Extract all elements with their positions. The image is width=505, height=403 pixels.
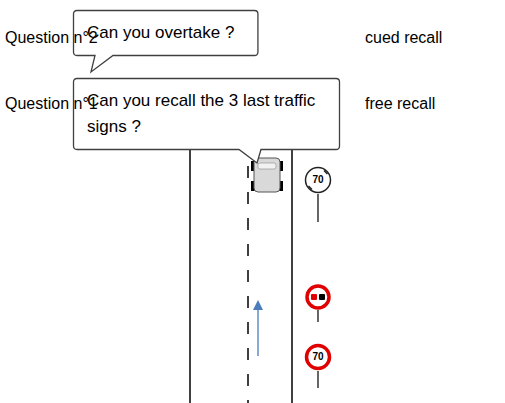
recall-type-label: cued recall <box>365 28 442 48</box>
sign-pole <box>317 371 318 388</box>
bubble-outline <box>73 78 340 150</box>
road-edge <box>189 148 191 403</box>
sign-pole <box>317 194 318 222</box>
node-text: 70 <box>312 352 323 362</box>
car <box>251 158 283 192</box>
bubble-shape <box>74 11 258 73</box>
end-speed-limit-sign: 70 <box>304 166 332 194</box>
no-overtaking-sign <box>307 286 329 308</box>
recall-type-label: free recall <box>365 94 435 114</box>
speech-bubble: Can you overtake ? <box>73 10 258 56</box>
question-label: Question n°1 <box>5 94 98 114</box>
speed-limit-sign: 70 <box>304 343 332 371</box>
bubble-shape <box>74 79 340 164</box>
node-text: Can you overtake ? <box>87 20 234 46</box>
node-text: Can you recall the 3 last traffic signs … <box>87 88 316 140</box>
road-edge <box>291 148 293 403</box>
speech-bubble: Can you recall the 3 last traffic signs … <box>73 78 340 150</box>
node-text: 70 <box>312 175 323 185</box>
question-label: Question n°2 <box>5 28 98 48</box>
direction-arrow <box>253 300 263 356</box>
lane-divider <box>247 166 249 403</box>
sign-pole <box>317 310 318 322</box>
